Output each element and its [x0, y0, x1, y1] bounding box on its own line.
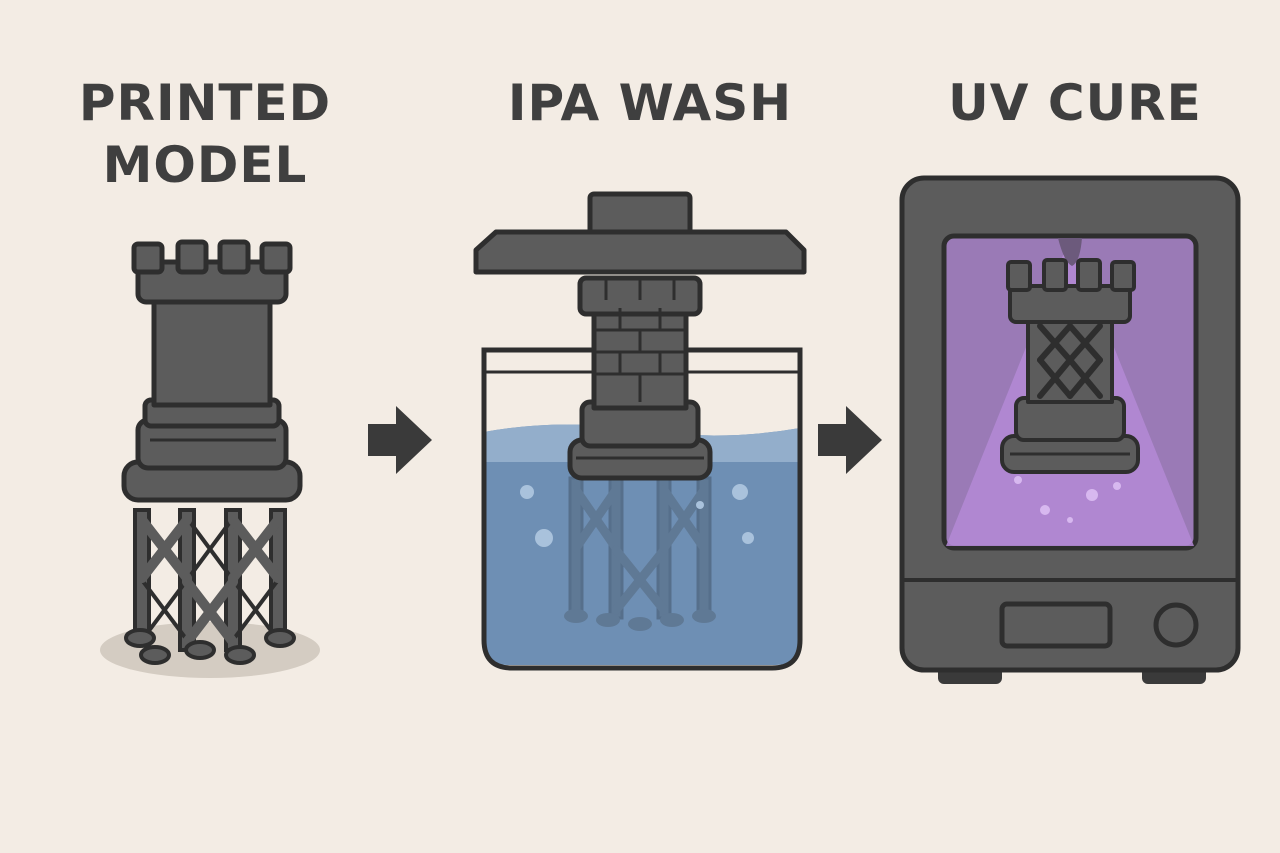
wash-tank-icon	[473, 191, 807, 671]
power-knob-icon	[1153, 602, 1199, 648]
hanging-model-icon	[567, 275, 713, 481]
step-title-line: PRINTED	[78, 74, 332, 132]
arrow-right-icon	[368, 406, 432, 474]
step-title-line: MODEL	[102, 136, 308, 194]
step-title-printed-model: PRINTED MODEL	[60, 72, 350, 196]
printed-model-icon	[100, 239, 320, 678]
display-panel-icon	[999, 601, 1113, 649]
step-title-uv-cure: UV CURE	[900, 72, 1250, 134]
uv-particles-icon	[1014, 476, 1121, 523]
step-title-line: UV CURE	[948, 74, 1202, 132]
step-title-line: IPA WASH	[507, 74, 793, 132]
submerged-supports-icon	[564, 476, 716, 631]
bubbles-icon	[520, 484, 754, 547]
build-plate-icon	[473, 191, 807, 275]
uv-curing-chamber-icon	[899, 175, 1241, 684]
step-title-ipa-wash: IPA WASH	[470, 72, 830, 134]
arrow-right-icon	[818, 406, 882, 474]
